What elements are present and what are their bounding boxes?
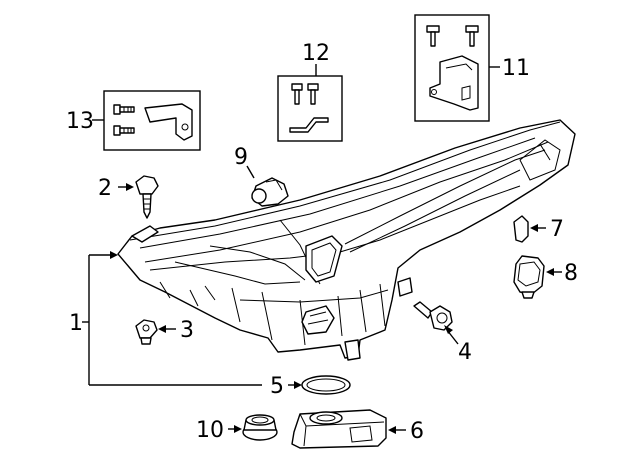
screw-icon (426, 25, 440, 47)
callout-6: 6 (410, 419, 424, 444)
callout-13: 13 (66, 109, 94, 134)
callout-8: 8 (564, 261, 578, 286)
screw-icon (465, 25, 479, 47)
callout-5: 5 (270, 374, 284, 399)
bracket-icon (429, 55, 479, 111)
callout-11: 11 (502, 56, 530, 81)
part-3-nut (135, 319, 158, 345)
part-9-socket (251, 177, 289, 207)
part-10-cap (242, 414, 278, 441)
callout-10: 10 (196, 418, 224, 443)
part-11-kit-box (414, 14, 490, 122)
headlamp-assembly (117, 119, 576, 361)
part-4-screw (413, 301, 453, 331)
part-2-bolt (135, 175, 159, 219)
callout-1-leader (82, 251, 262, 386)
callout-12: 12 (302, 41, 330, 66)
screw-icon (291, 83, 303, 105)
part-13-kit-box (103, 90, 201, 151)
callout-2: 2 (98, 176, 112, 201)
part-12-kit-box (277, 75, 343, 142)
callout-1: 1 (69, 311, 83, 336)
screw-icon (113, 104, 135, 115)
screw-icon (307, 83, 319, 105)
part-5-gasket (301, 375, 351, 395)
part-6-ballast (291, 409, 387, 449)
bracket-icon (144, 103, 193, 141)
callout-3: 3 (180, 318, 194, 343)
callout-7: 7 (550, 217, 564, 242)
callout-9: 9 (234, 145, 248, 170)
callout-4: 4 (458, 340, 472, 365)
screw-icon (113, 125, 135, 136)
part-7-bulb (513, 215, 529, 243)
part-8-socket (513, 255, 545, 299)
bracket-icon (289, 117, 329, 133)
